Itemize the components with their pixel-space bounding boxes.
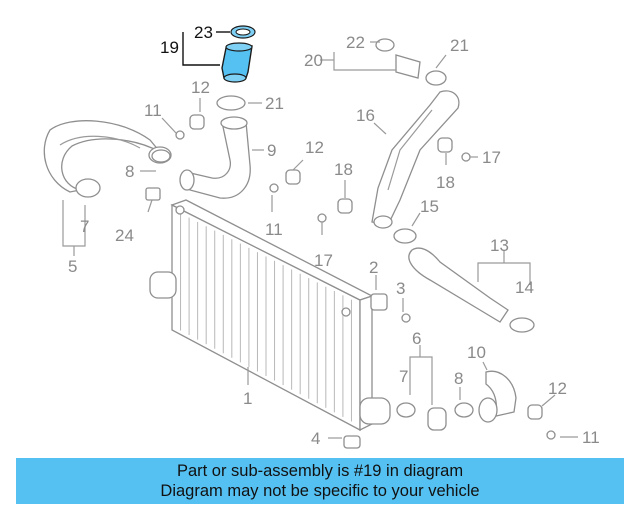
callout-4: 4 bbox=[311, 429, 320, 448]
callout-12: 12 bbox=[191, 78, 210, 97]
callout-19: 19 bbox=[160, 38, 179, 57]
callout-17: 17 bbox=[482, 148, 501, 167]
callout-14: 14 bbox=[515, 278, 534, 297]
banner-line-2: Diagram may not be specific to your vehi… bbox=[160, 482, 480, 500]
callout-23: 23 bbox=[194, 23, 213, 42]
clamp-21 bbox=[216, 95, 246, 111]
hose-13 bbox=[408, 247, 535, 333]
charge-hose-left bbox=[43, 120, 172, 198]
callout-16: 16 bbox=[356, 106, 375, 125]
callout-7: 7 bbox=[399, 367, 408, 386]
part-info-banner: Part or sub-assembly is #19 in diagram D… bbox=[16, 458, 624, 504]
callout-10: 10 bbox=[467, 343, 486, 362]
pipe-9 bbox=[179, 116, 251, 199]
callout-5: 5 bbox=[68, 257, 77, 276]
callout-12: 12 bbox=[548, 379, 567, 398]
callout-2: 2 bbox=[369, 258, 378, 277]
intercooler-radiator bbox=[149, 199, 391, 432]
callout-9: 9 bbox=[267, 141, 276, 160]
callout-13: 13 bbox=[490, 236, 509, 255]
callout-21: 21 bbox=[265, 94, 284, 113]
hose-19-highlighted bbox=[221, 25, 256, 83]
callout-1: 1 bbox=[243, 389, 252, 408]
sleeve-22 bbox=[375, 38, 447, 86]
callout-20: 20 bbox=[304, 51, 323, 70]
callout-18: 18 bbox=[334, 160, 353, 179]
callout-8: 8 bbox=[454, 369, 463, 388]
callout-11: 11 bbox=[265, 220, 283, 239]
callout-15: 15 bbox=[420, 197, 439, 216]
callout-3: 3 bbox=[396, 279, 405, 298]
callout-12: 12 bbox=[305, 138, 324, 157]
callout-18: 18 bbox=[436, 173, 455, 192]
callout-6: 6 bbox=[412, 329, 421, 348]
callout-24: 24 bbox=[115, 226, 134, 245]
small-parts bbox=[145, 114, 556, 449]
callout-labels: 19 23 12 21 11 9 8 24 7 5 12 11 22 20 21… bbox=[68, 23, 600, 448]
callout-7: 7 bbox=[80, 217, 89, 236]
callout-17: 17 bbox=[314, 251, 333, 270]
callout-21: 21 bbox=[450, 36, 469, 55]
callout-11: 11 bbox=[144, 101, 162, 120]
callout-22: 22 bbox=[346, 33, 365, 52]
hose-10 bbox=[478, 370, 517, 423]
callout-8: 8 bbox=[125, 162, 134, 181]
leader-lines bbox=[62, 31, 578, 439]
banner-line-1: Part or sub-assembly is #19 in diagram bbox=[176, 462, 464, 480]
duct-16 bbox=[371, 90, 460, 229]
callout-11: 11 bbox=[582, 428, 600, 447]
